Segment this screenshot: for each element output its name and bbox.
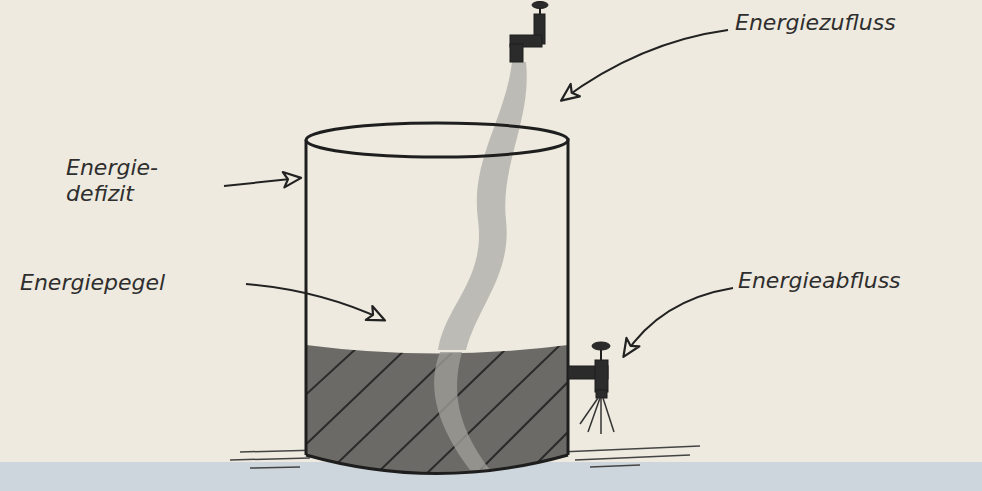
container-outline <box>306 123 568 474</box>
leader-arrow <box>246 284 384 320</box>
callout-label: Energiezufluss <box>735 10 975 36</box>
callout-label: Energieabfluss <box>738 268 978 294</box>
callout-label: Energie- defizit <box>66 155 176 208</box>
leader-arrows <box>224 30 733 356</box>
outflow-drips <box>580 398 614 434</box>
inflow-stream-submerged <box>434 352 490 470</box>
leader-arrow <box>224 178 300 186</box>
leader-arrow <box>562 30 728 100</box>
callout-label: Energiepegel <box>20 270 240 296</box>
inflow-tap <box>510 2 548 63</box>
inflow-stream <box>438 62 527 350</box>
liquid-hatching <box>300 345 575 480</box>
leader-arrow <box>624 288 733 356</box>
outflow-tap <box>568 342 610 398</box>
